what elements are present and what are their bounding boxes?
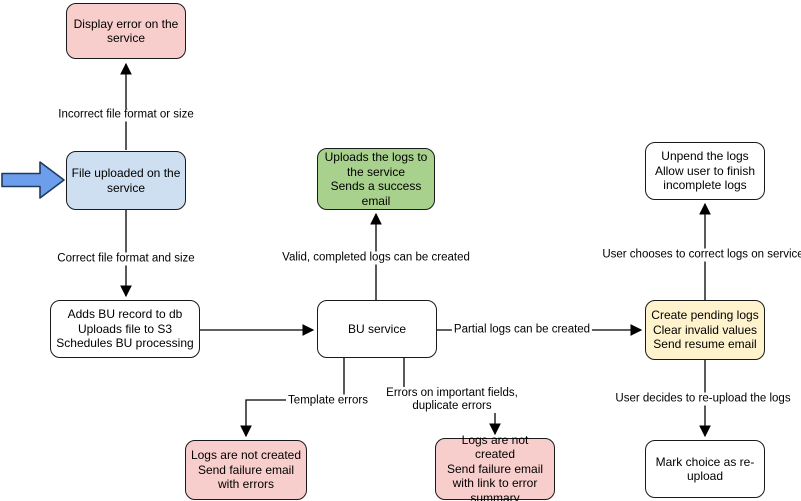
entry-arrow-icon xyxy=(1,161,65,199)
label-partial-logs: Partial logs can be created xyxy=(451,323,593,337)
label-user-reuploads-logs: User decides to re-upload the logs xyxy=(613,392,793,406)
node-mark-choice-reupload: Mark choice as re- upload xyxy=(645,440,765,498)
node-display-error: Display error on the service xyxy=(66,3,186,59)
node-file-uploaded: File uploaded on the service xyxy=(66,151,186,210)
label-errors-important-fields: Errors on important fields, duplicate er… xyxy=(384,387,520,413)
node-create-pending-logs: Create pending logs Clear invalid values… xyxy=(645,300,765,360)
node-logs-not-created-errors: Logs are not created Send failure email … xyxy=(185,440,307,500)
node-unpend-logs: Unpend the logs Allow user to finish inc… xyxy=(645,142,765,200)
label-correct-file-format: Correct file format and size xyxy=(55,252,197,266)
label-user-corrects-logs: User chooses to correct logs on service xyxy=(600,248,801,262)
label-template-errors: Template errors xyxy=(286,394,370,408)
node-adds-bu-record: Adds BU record to db Uploads file to S3 … xyxy=(50,300,200,358)
node-bu-service: BU service xyxy=(317,300,437,358)
node-logs-not-created-summary: Logs are not created Send failure email … xyxy=(435,433,555,501)
label-incorrect-file-format: Incorrect file format or size xyxy=(56,108,196,122)
label-valid-completed-logs: Valid, completed logs can be created xyxy=(280,251,472,265)
node-uploads-logs: Uploads the logs to the service Sends a … xyxy=(317,148,435,210)
